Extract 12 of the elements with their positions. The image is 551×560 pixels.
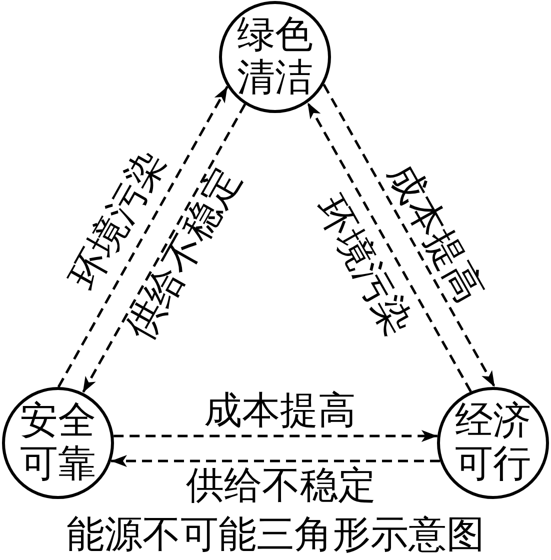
arrow — [82, 104, 246, 394]
arrow — [57, 86, 228, 388]
arrow — [111, 455, 440, 467]
node-label: 经济可行 — [454, 400, 532, 486]
arrow — [306, 102, 472, 392]
arrow — [322, 84, 496, 388]
edge-label: 成本提高 — [204, 391, 356, 431]
edge-label: 供给不稳定 — [186, 466, 376, 506]
node-label: 绿色清洁 — [236, 14, 314, 100]
caption: 能源不可能三角形示意图 — [66, 514, 484, 556]
node-label: 安全可靠 — [19, 400, 97, 486]
arrow — [114, 430, 438, 442]
